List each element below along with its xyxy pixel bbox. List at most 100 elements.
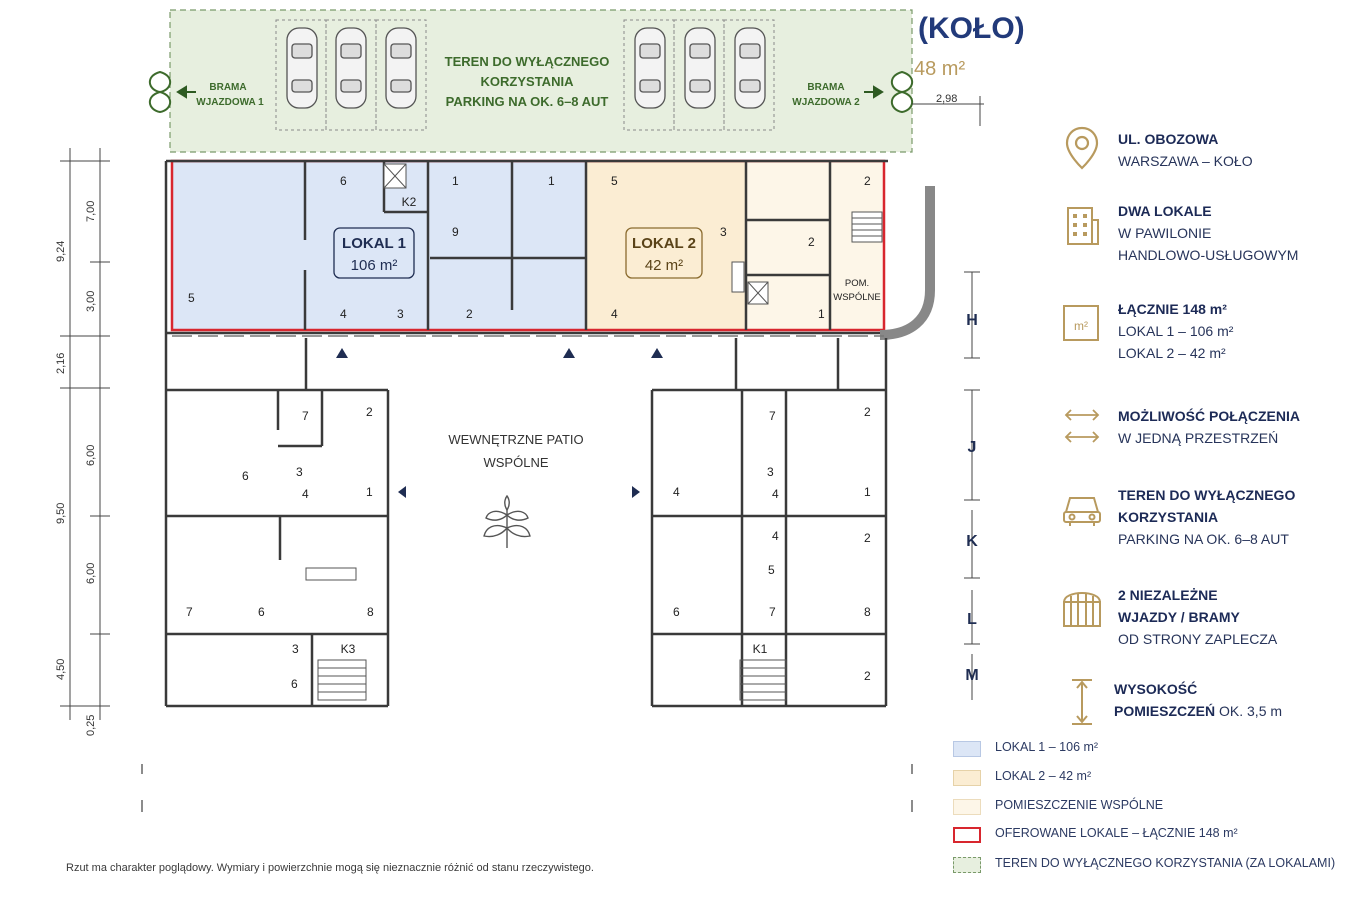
car-icon xyxy=(734,27,766,109)
room-number: 1 xyxy=(864,485,871,499)
info-title: ŁĄCZNIE 148 m² xyxy=(1118,301,1227,317)
info-line: LOKAL 2 – 42 m² xyxy=(1118,345,1226,361)
shafts xyxy=(383,163,769,305)
room-number: 5 xyxy=(611,174,618,188)
parking-label-3: PARKING NA OK. 6–8 AUT xyxy=(446,94,609,109)
gate-icon xyxy=(1063,592,1101,627)
info-gates: 2 NIEZALEŻNE WJAZDY / BRAMY OD STRONY ZA… xyxy=(1062,584,1347,650)
legend-swatch xyxy=(953,827,981,843)
room-number: 2 xyxy=(808,235,815,249)
section-label: J xyxy=(968,439,977,456)
room-number: 2 xyxy=(864,531,871,545)
room-number: 3 xyxy=(767,465,774,479)
dim-label: 9,50 xyxy=(55,503,67,524)
legend-swatch xyxy=(953,770,981,786)
lokal1-label-box xyxy=(333,227,415,279)
legend-swatch xyxy=(953,857,981,873)
room-number: 7 xyxy=(769,605,776,619)
dimension-lines-left xyxy=(60,148,110,720)
room-number: 6 xyxy=(258,605,265,619)
info-title: UL. OBOZOWA xyxy=(1118,131,1219,147)
car-icons xyxy=(286,27,766,109)
fixture xyxy=(305,567,357,581)
room-number: 6 xyxy=(340,174,347,188)
dim-label: 6,00 xyxy=(85,445,97,466)
room-number: 4 xyxy=(611,307,618,321)
room-number: 5 xyxy=(768,563,775,577)
info-title: WYSOKOŚĆ xyxy=(1114,681,1198,697)
parking-label-2: KORZYSTANIA xyxy=(481,74,575,89)
info-height: WYSOKOŚĆ POMIESZCZEŃ OK. 3,5 m xyxy=(1062,678,1347,726)
info-line: WARSZAWA – KOŁO xyxy=(1118,153,1253,169)
stairs xyxy=(317,659,367,701)
room-number: 9 xyxy=(452,225,459,239)
section-label: H xyxy=(966,312,978,329)
legend-lokal1: LOKAL 1 – 106 m² xyxy=(953,738,1333,760)
gate2-label-a: BRAMA xyxy=(807,82,844,93)
entrance-markers xyxy=(336,348,663,498)
info-title: 2 NIEZALEŻNE xyxy=(1118,587,1218,603)
lokal1-area-text: 106 m² xyxy=(351,257,398,274)
double-arrow-icon xyxy=(1064,409,1100,443)
info-area: m² ŁĄCZNIE 148 m² LOKAL 1 – 106 m² LOKAL… xyxy=(1062,298,1347,364)
room-number: 6 xyxy=(673,605,680,619)
gate2-label-b: WJAZDOWA 2 xyxy=(792,97,860,108)
info-units: DWA LOKALE W PAWILONIE HANDLOWO-USŁUGOWY… xyxy=(1062,200,1347,270)
legend-offered: OFEROWANE LOKALE – ŁĄCZNIE 148 m² xyxy=(953,824,1333,846)
room-number: 3 xyxy=(292,642,299,656)
stairs xyxy=(739,659,787,701)
room-numbers-right: 7 2 3 4 4 1 4 2 5 7 6 8 2 xyxy=(673,405,871,683)
legend-label: LOKAL 2 – 42 m² xyxy=(995,769,1092,783)
section-label: K xyxy=(966,533,978,550)
car-icon xyxy=(335,27,367,109)
info-title-2: WJAZDY / BRAMY xyxy=(1118,609,1240,625)
bottom-marks xyxy=(141,764,913,812)
dim-label: 3,00 xyxy=(85,291,97,312)
walls-left-building xyxy=(164,338,390,708)
dim-label: 7,00 xyxy=(85,201,97,222)
section-markers xyxy=(964,271,980,700)
walls-right-building xyxy=(650,338,888,708)
dim-label: 4,50 xyxy=(55,659,67,680)
lokal2-area-text: 42 m² xyxy=(645,257,683,274)
room-number: 4 xyxy=(772,529,779,543)
disclaimer-note: Rzut ma charakter poglądowy. Wymiary i p… xyxy=(66,862,594,874)
lokal2-label-box xyxy=(625,227,703,279)
parking-bays xyxy=(275,19,775,131)
room-number: 3 xyxy=(296,465,303,479)
gate-arrows xyxy=(176,85,884,99)
legend-parking: TEREN DO WYŁĄCZNEGO KORZYSTANIA (ZA LOKA… xyxy=(953,854,1335,876)
info-parking: TEREN DO WYŁĄCZNEGO KORZYSTANIA PARKING … xyxy=(1062,484,1347,550)
room-number: 8 xyxy=(864,605,871,619)
room-number: 2 xyxy=(466,307,473,321)
pom-label-b: WSPÓLNE xyxy=(833,292,881,303)
legend-swatch xyxy=(953,799,981,815)
room-number: 4 xyxy=(340,307,347,321)
room-number: 2 xyxy=(864,405,871,419)
stairs xyxy=(851,211,883,243)
legend-lokal2: LOKAL 2 – 42 m² xyxy=(953,767,1333,789)
area-partial: 48 m² xyxy=(914,58,966,80)
section-label: L xyxy=(967,611,977,628)
gate1-label-b: WJAZDOWA 1 xyxy=(196,97,264,108)
info-title: TEREN DO WYŁĄCZNEGO xyxy=(1118,487,1296,503)
info-location: UL. OBOZOWA WARSZAWA – KOŁO xyxy=(1062,124,1347,176)
room-number: 1 xyxy=(548,174,555,188)
info-title-suffix: OK. 3,5 m xyxy=(1215,703,1283,719)
room-number: 5 xyxy=(188,291,195,305)
legend-label: POMIESZCZENIE WSPÓLNE xyxy=(995,798,1164,812)
k3-label: K3 xyxy=(341,642,356,656)
info-line: OD STRONY ZAPLECZA xyxy=(1118,631,1278,647)
room-number: 7 xyxy=(302,409,309,423)
info-title: MOŻLIWOŚĆ POŁĄCZENIA xyxy=(1118,408,1300,424)
room-number: 4 xyxy=(302,487,309,501)
pom-label-a: POM. xyxy=(845,278,869,289)
room-number: 3 xyxy=(397,307,404,321)
area-m2-icon: m² xyxy=(1063,305,1099,341)
parking-label-1: TEREN DO WYŁĄCZNEGO xyxy=(445,54,610,69)
section-label: M xyxy=(965,667,978,684)
room-number: 7 xyxy=(186,605,193,619)
room-number: 4 xyxy=(772,487,779,501)
dim-label-right: 2,98 xyxy=(936,93,957,105)
